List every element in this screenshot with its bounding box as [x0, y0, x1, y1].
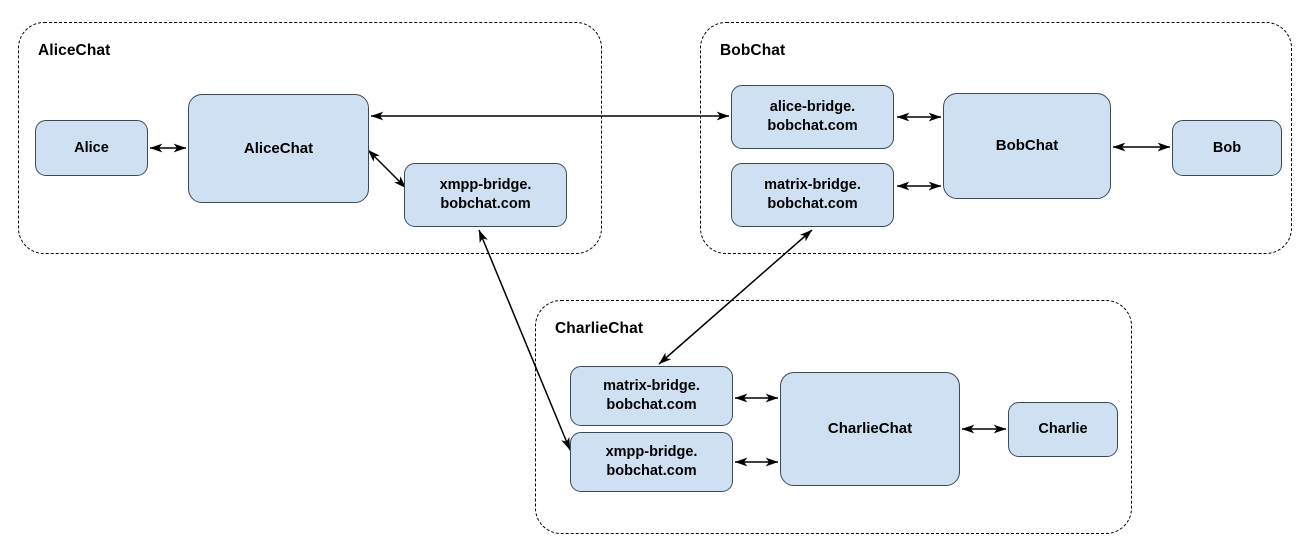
node-label-alice-xmpp: xmpp-bridge.bobchat.com [439, 177, 532, 212]
node-label-charlie-xmppbr: xmpp-bridge.bobchat.com [605, 444, 698, 479]
node-label-alice: Alice [74, 139, 109, 156]
zone-label-bobchat: BobChat [720, 42, 786, 59]
node-alice-xmpp[interactable]: xmpp-bridge.bobchat.com [404, 163, 567, 227]
node-charlie[interactable]: Charlie [1008, 402, 1118, 457]
node-charliechat-srv[interactable]: CharlieChat [780, 372, 960, 486]
node-charlie-xmppbr[interactable]: xmpp-bridge.bobchat.com [570, 432, 733, 492]
node-label-bob-matrixbr: matrix-bridge.bobchat.com [764, 177, 861, 212]
node-label-charlie: Charlie [1038, 421, 1088, 438]
node-charlie-matrixbr[interactable]: matrix-bridge.bobchat.com [570, 366, 733, 426]
node-label-charlie-matrixbr: matrix-bridge.bobchat.com [603, 378, 700, 413]
zone-alicechat [18, 22, 602, 254]
node-bob-alicebr[interactable]: alice-bridge.bobchat.com [731, 85, 894, 149]
zone-label-alicechat: AliceChat [38, 42, 111, 59]
node-label-bob-alicebr: alice-bridge.bobchat.com [767, 99, 858, 134]
node-bob-matrixbr[interactable]: matrix-bridge.bobchat.com [731, 163, 894, 227]
zone-bobchat [700, 22, 1292, 254]
node-bobchat-srv[interactable]: BobChat [943, 93, 1111, 199]
node-label-bob: Bob [1212, 139, 1242, 156]
zone-label-charliechat: CharlieChat [555, 320, 644, 337]
node-label-alicechat-srv: AliceChat [243, 139, 314, 157]
node-label-bobchat-srv: BobChat [995, 137, 1059, 155]
node-alicechat-srv[interactable]: AliceChat [188, 94, 369, 203]
node-bob[interactable]: Bob [1172, 120, 1282, 176]
node-alice[interactable]: Alice [35, 120, 148, 176]
node-label-charliechat-srv: CharlieChat [827, 420, 913, 438]
zone-charliechat [535, 300, 1132, 534]
